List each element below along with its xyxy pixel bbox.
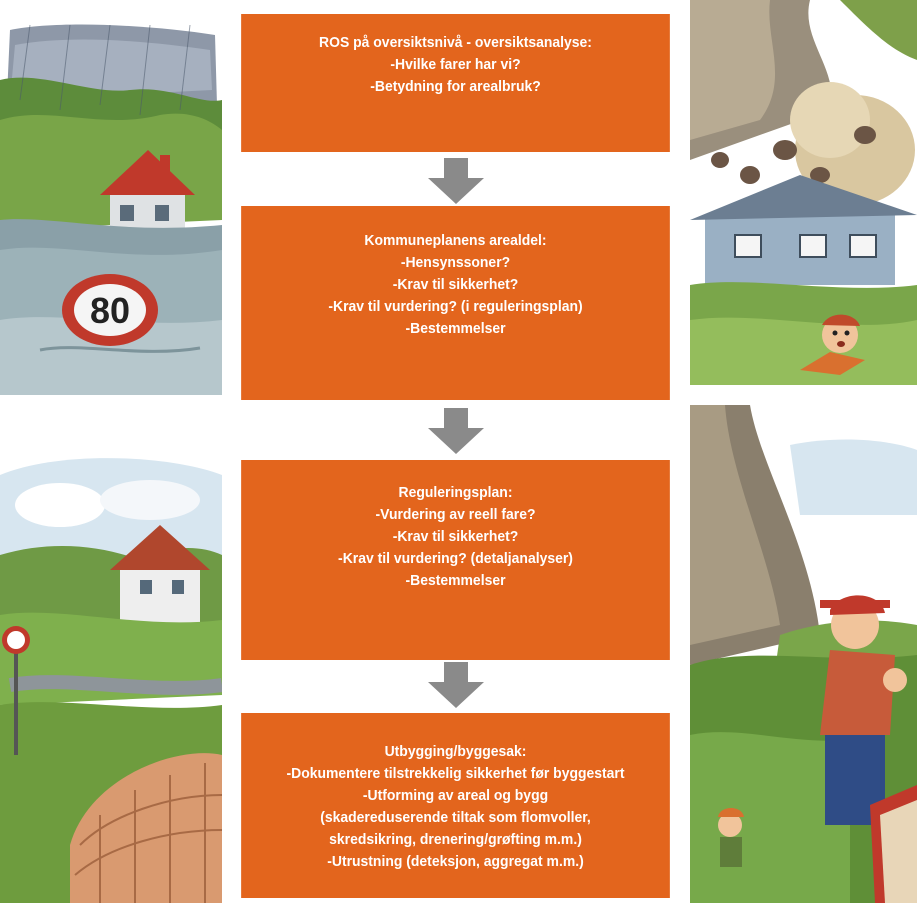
illustration-mountain-worker xyxy=(690,405,917,903)
step-ros-box: ROS på oversiktsnivå - oversiktsanalyse:… xyxy=(241,14,670,152)
step-ros-line: -Hvilke farer har vi? xyxy=(390,56,521,73)
illustration-protected-house xyxy=(0,445,222,903)
down-arrow-icon xyxy=(428,662,484,708)
step-reguleringsplan-title: Reguleringsplan: xyxy=(398,484,513,501)
step-utbygging-line: -Utforming av areal og bygg xyxy=(362,787,549,804)
step-kommuneplan-line: -Bestemmelser xyxy=(405,320,506,337)
down-arrow-icon xyxy=(428,408,484,454)
step-utbygging-line: (skadereduserende tiltak som flomvoller, xyxy=(320,809,591,826)
worker-icon xyxy=(820,595,907,825)
step-utbygging-line: -Dokumentere tilstrekkelig sikkerhet før… xyxy=(286,765,625,782)
step-utbygging-line: -Utrustning (deteksjon, aggregat m.m.) xyxy=(327,853,584,870)
step-kommuneplan-line: -Hensynssoner? xyxy=(400,254,511,271)
speed-sign-text: 80 xyxy=(90,290,130,331)
step-kommuneplan-box: Kommuneplanens arealdel: -Hensynssoner? … xyxy=(241,206,670,400)
step-utbygging-box: Utbygging/byggesak: -Dokumentere tilstre… xyxy=(241,713,670,898)
step-utbygging-title: Utbygging/byggesak: xyxy=(384,743,527,760)
step-ros-title: ROS på oversiktsnivå - oversiktsanalyse: xyxy=(319,34,592,51)
step-reguleringsplan-box: Reguleringsplan: -Vurdering av reell far… xyxy=(241,460,670,660)
step-reguleringsplan-line: -Bestemmelser xyxy=(405,572,506,589)
running-man-icon xyxy=(800,314,865,375)
step-kommuneplan-line: -Krav til sikkerhet? xyxy=(392,276,519,293)
down-arrow-icon xyxy=(428,158,484,204)
step-reguleringsplan-line: -Krav til sikkerhet? xyxy=(392,528,519,545)
stone-wall-icon xyxy=(70,753,222,903)
step-reguleringsplan-line: -Krav til vurdering? (detaljanalyser) xyxy=(338,550,573,567)
step-ros-line: -Betydning for arealbruk? xyxy=(370,78,541,95)
illustration-flood: 80 xyxy=(0,20,222,395)
step-utbygging-line: skredsikring, drenering/grøfting m.m.) xyxy=(329,831,582,848)
road-sign-icon xyxy=(2,626,30,755)
illustration-rockslide xyxy=(690,0,917,385)
step-kommuneplan-title: Kommuneplanens arealdel: xyxy=(364,232,547,249)
step-kommuneplan-line: -Krav til vurdering? (i reguleringsplan) xyxy=(328,298,583,315)
step-reguleringsplan-line: -Vurdering av reell fare? xyxy=(375,506,536,523)
speed-sign-icon: 80 xyxy=(62,274,158,346)
child-icon xyxy=(718,808,744,867)
